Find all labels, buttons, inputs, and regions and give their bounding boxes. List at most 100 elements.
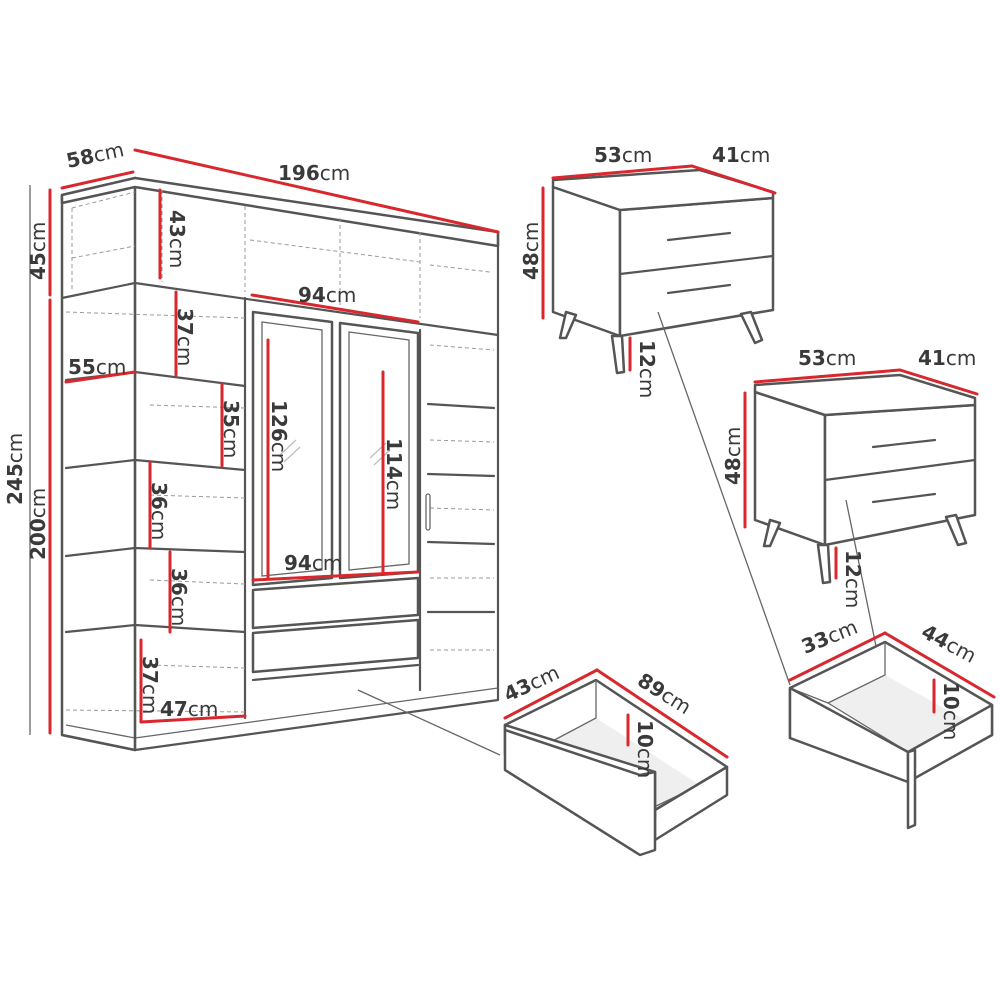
wardrobe-plinth [60, 733, 137, 752]
label-ns1-depth: 41cm [712, 143, 770, 167]
wardrobe-plinth-top [65, 724, 136, 739]
top-unit-hidden-7 [71, 245, 136, 259]
mirror-reflection-1 [279, 439, 297, 456]
label-shelf-height-4: 36cm [167, 568, 191, 626]
label-nd-depth: 33cm [798, 615, 861, 659]
label-shelf-height-1: 37cm [173, 308, 197, 366]
left-shelf-2 [64, 458, 247, 472]
ns2-handle-2 [871, 492, 937, 504]
wardrobe-plinth-front [134, 687, 499, 739]
label-ns2-depth: 41cm [918, 346, 976, 370]
wardrobe [29, 148, 501, 756]
leader-wardrobe-drawer [357, 689, 501, 756]
wd-dimline-depth [503, 668, 599, 720]
label-top-shelf-height: 43cm [165, 210, 189, 268]
dimline-width [133, 148, 500, 234]
nd-inner-left [789, 642, 886, 704]
right-shelf-1 [426, 402, 496, 410]
label-top-unit-height: 45cm [26, 222, 50, 280]
label-shelf-height-3: 36cm [147, 482, 171, 540]
dimline-door-bottom [251, 570, 420, 582]
nd-facia [906, 748, 917, 830]
label-door-width-top: 94cm [298, 283, 356, 307]
label-wd-depth: 43cm [500, 660, 563, 706]
wardrobe-drawer-detail [503, 668, 729, 857]
left-shelf-3 [64, 546, 247, 558]
ns1-dimline-width [551, 164, 694, 180]
nightstand-2 [743, 368, 979, 691]
label-shelf-depth: 55cm [68, 355, 126, 379]
ns1-drawer-split [618, 254, 775, 276]
ns2-drawer-split [823, 458, 977, 482]
left-shelf-4 [64, 623, 247, 634]
label-door-width-bottom: 94cm [284, 551, 342, 575]
nightstand-1 [541, 164, 791, 686]
leader-ns1-drawer [657, 311, 791, 686]
wardrobe-drawer-base [251, 663, 420, 682]
ns2-dimline-depth [898, 368, 979, 396]
label-ns2-width: 53cm [798, 346, 856, 370]
left-shelf-hidden-3 [149, 494, 246, 499]
wardrobe-drawer-lower [251, 618, 420, 674]
label-body-height: 200cm [26, 488, 50, 560]
top-unit-hidden-9 [429, 264, 491, 273]
ns2-leg-back-left [762, 518, 782, 548]
label-hanging-height: 114cm [382, 438, 406, 510]
left-shelf-hidden-5 [65, 709, 246, 713]
ns2-dimline-width [753, 368, 902, 384]
left-shelf-hidden-4 [149, 579, 246, 585]
right-shelf-2 [426, 472, 496, 478]
ns1-leg-back-left [558, 310, 578, 340]
label-wardrobe-width: 196cm [278, 161, 350, 185]
label-shelf-height-2: 35cm [219, 400, 243, 458]
label-nd-width: 44cm [918, 619, 981, 668]
left-shelf-hidden-6 [149, 664, 246, 669]
ns2-leg-front-left [816, 543, 832, 585]
label-compartment-width: 47cm [160, 697, 218, 721]
right-mirror-glass [348, 331, 410, 571]
nightstand-drawer-detail [788, 631, 996, 830]
top-unit-hidden-2 [71, 191, 136, 209]
ns1-dimline-depth [690, 164, 777, 195]
left-mirror-glass [261, 321, 323, 577]
ns1-leg-front-right [739, 310, 764, 345]
dimline-depth [60, 170, 135, 190]
label-ns1-height: 48cm [519, 222, 543, 280]
ns1-leg-front-left [610, 334, 626, 375]
right-shelf-hidden-2 [429, 439, 495, 443]
ns2-top [753, 373, 977, 417]
dimline-door-top [250, 293, 420, 324]
ns1-handle-2 [666, 283, 732, 295]
label-total-height: 245cm [3, 433, 27, 505]
right-shelf-hidden-1 [429, 344, 495, 351]
right-shelf-hidden-3 [429, 507, 495, 511]
dimline-compartment-width [139, 714, 247, 724]
ns2-side [753, 390, 827, 547]
label-wd-height: 10cm [633, 720, 657, 778]
ns2-handle-1 [871, 438, 937, 449]
right-shelf-3 [426, 540, 496, 546]
wardrobe-drawer-upper [251, 576, 420, 630]
ns2-leg-front-right [944, 513, 968, 547]
left-mirror-door [251, 310, 334, 587]
door-handle [425, 493, 431, 531]
nd-dimline-depth [788, 631, 887, 682]
label-shelf-height-5: 37cm [138, 656, 162, 714]
mirror-reflection-2 [283, 446, 301, 463]
nd-dimline-width [883, 631, 996, 699]
wd-front-facia [503, 728, 657, 857]
ns1-side [551, 185, 622, 338]
dimline-shelf-depth [64, 370, 137, 384]
label-ns1-leg: 12cm [635, 340, 659, 398]
left-shelf-hidden-2 [149, 404, 246, 409]
top-unit-hidden-8 [249, 239, 421, 263]
wardrobe-front-edge [133, 230, 500, 752]
left-shelf-hidden-1 [65, 311, 246, 319]
label-ns2-height: 48cm [721, 427, 745, 485]
label-ns1-width: 53cm [594, 143, 652, 167]
wd-dimline-width [595, 668, 729, 759]
nd-inner-floor [828, 675, 965, 752]
label-ns2-leg: 12cm [841, 550, 865, 608]
label-mirror-height: 126cm [267, 400, 291, 472]
